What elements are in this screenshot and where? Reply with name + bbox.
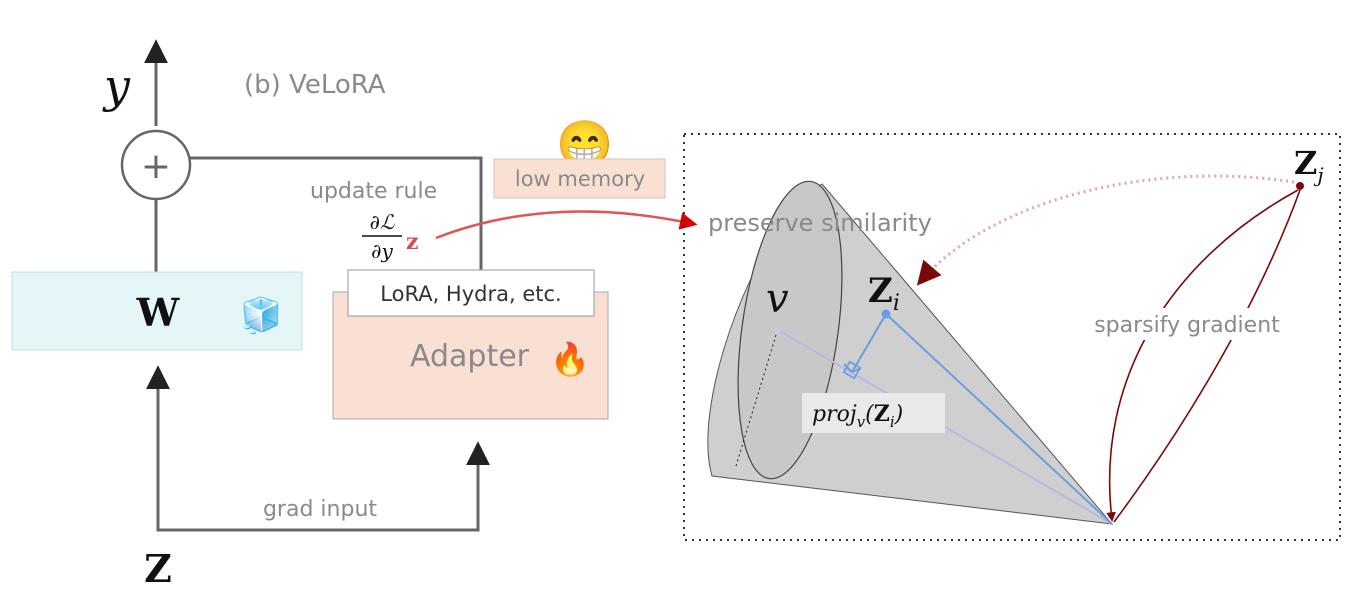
fire-icon: 🔥 [550,341,590,377]
sum-symbol: + [141,146,171,187]
point-zi-base: Z [868,271,893,311]
right-angle-square [842,360,862,380]
point-zj-sub: j [1313,163,1323,187]
weight-box [11,271,303,351]
projection-prefix: proj [812,402,857,427]
weight-label: W [136,290,181,335]
point-zj [1296,182,1304,190]
projection-label: projv(Zi) [812,401,903,431]
projection-arg-base: Z [874,401,890,427]
point-zi-label: Zi [868,271,900,316]
input-label: Z [144,546,172,591]
adapter-to-sum-line [190,156,483,292]
projection-drop-line [851,313,887,373]
point-zj-base: Z [1294,144,1317,182]
vector-zi-line [885,313,1113,525]
sparsify-gradient-label: sparsify gradient [1094,313,1280,338]
ice-cube-icon: 🧊 [240,296,282,336]
figure-title: (b) VeLoRA [244,70,386,100]
low-memory-label: low memory [515,167,645,191]
sparsify-label-bg [1078,308,1296,340]
low-memory-box [493,158,666,199]
input-path [156,370,480,532]
point-zi-sub: i [893,291,900,316]
update-rule-label: update rule [310,179,437,204]
output-label: y [102,59,131,113]
projection-sub: v [857,413,866,431]
update-to-similarity-arrow [435,210,698,240]
sparsify-curve-inner [1113,189,1301,523]
vector-v-point [775,327,781,333]
derivative-factor: z [406,229,419,255]
projection-close-paren: ) [894,402,904,427]
point-zj-label: Zj [1294,144,1324,187]
projection-open-paren: ( [865,402,874,427]
adapter-variants-box [347,269,595,317]
similarity-dotted-arrow [916,174,1295,286]
grad-input-label: grad input [263,497,377,522]
derivative-numerator: ∂ℒ [370,210,395,234]
projection-arg-sub: i [890,413,895,431]
sparsify-curve-outer [1106,189,1299,522]
adapter-variants-label: LoRA, Hydra, etc. [380,282,561,306]
adapter-label: Adapter [410,339,530,374]
derivative-denominator: ∂y [371,239,393,263]
projection-label-box [802,393,945,433]
vector-v-label: v [766,276,789,322]
preserve-similarity-label: preserve similarity [708,209,932,237]
